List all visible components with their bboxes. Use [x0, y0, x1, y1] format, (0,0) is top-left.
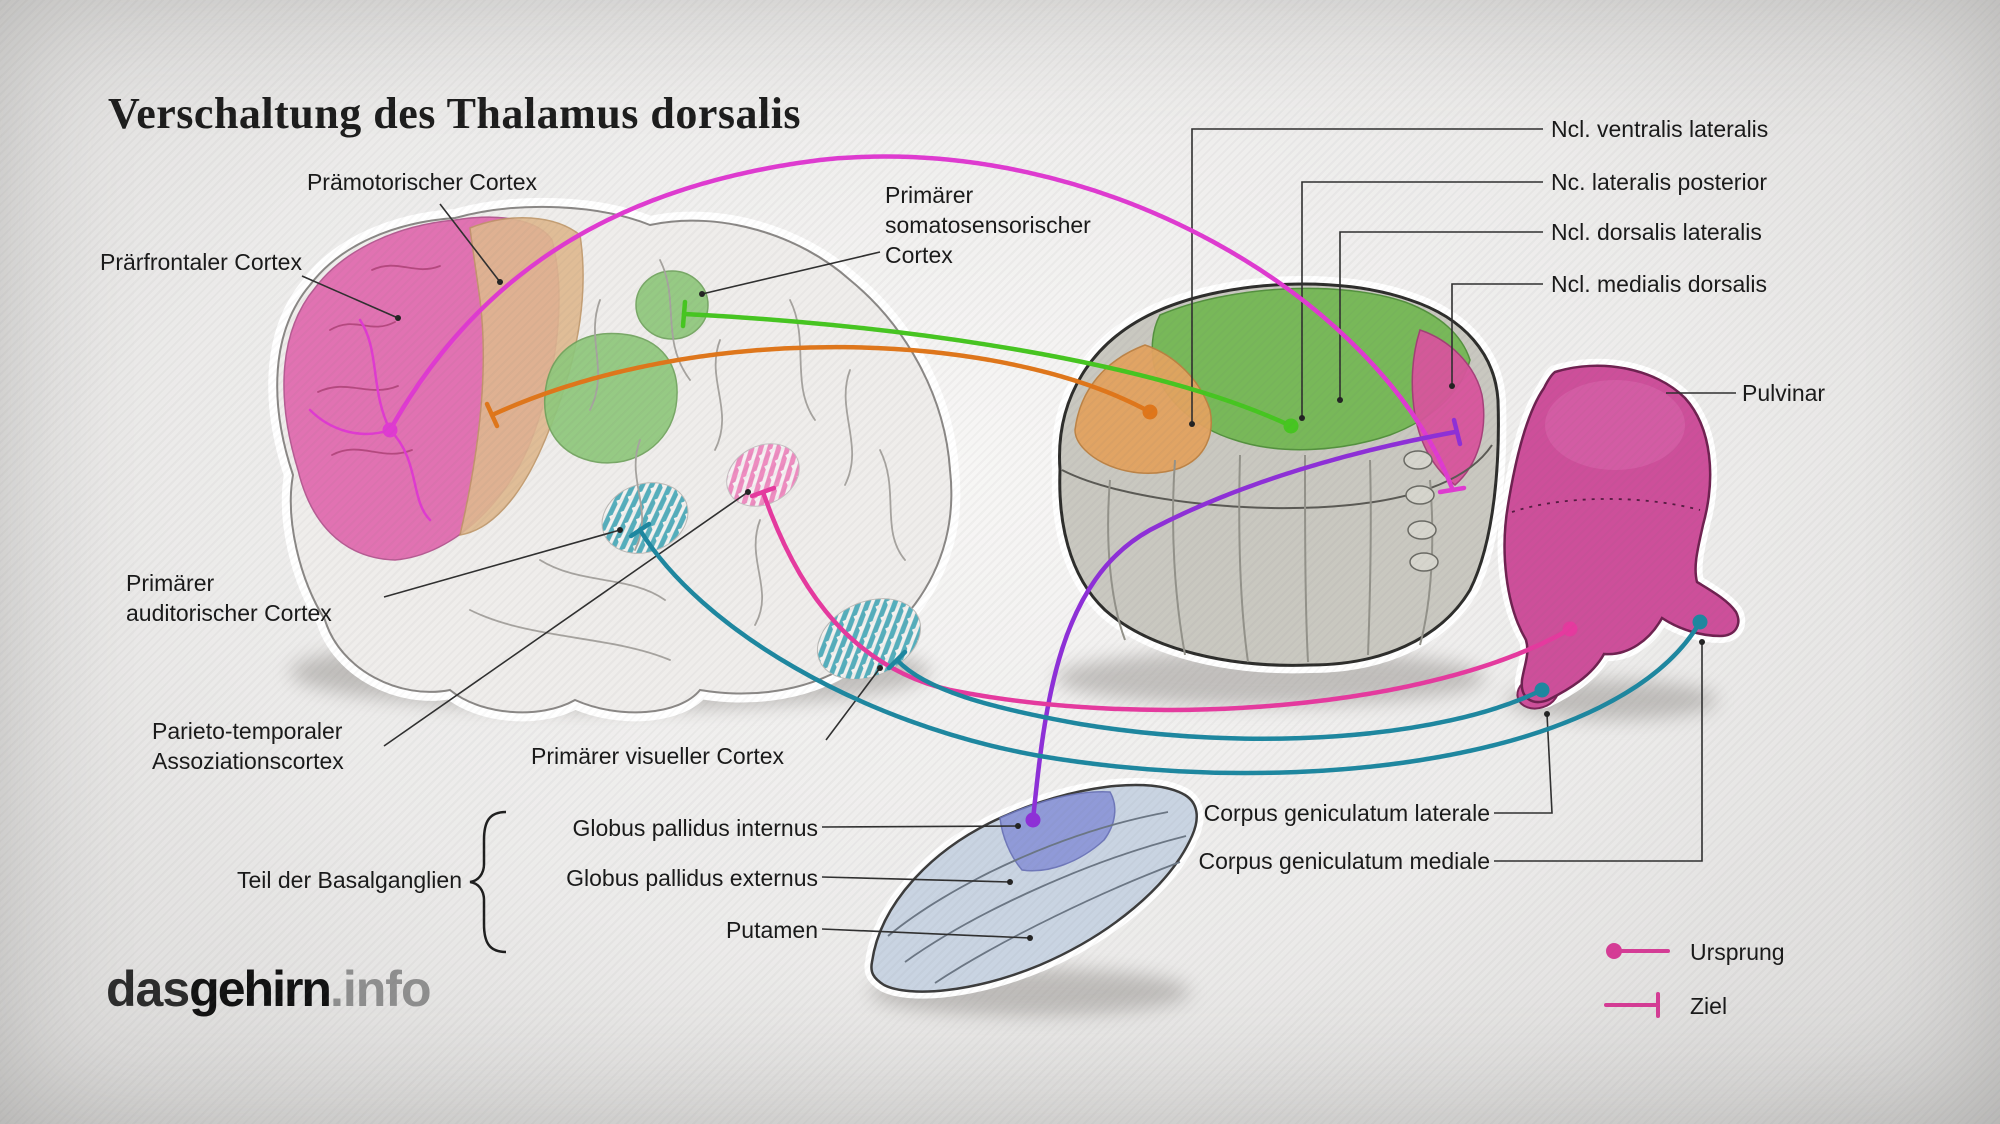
- connection-path: [894, 657, 1545, 742]
- origin-dot: [382, 422, 398, 438]
- label-ncl-dorsalis-lateralis: Ncl. dorsalis lateralis: [1551, 219, 1762, 245]
- connection-thalamus-to-somatosensory: [680, 299, 1299, 434]
- target-bar: [1451, 417, 1463, 447]
- brain-gyri: [469, 259, 906, 661]
- origin-dot: [1025, 812, 1041, 828]
- label-prefrontal-cortex: Prärfrontaler Cortex: [100, 249, 302, 275]
- target-bar: [1437, 485, 1467, 495]
- auditory-cortex-region: [601, 482, 689, 554]
- label-somatosensory-cortex: Primärer somatosensorischer Cortex: [885, 180, 1091, 270]
- putamen-lens-body: [870, 783, 1198, 993]
- brand-part-das: das: [106, 961, 190, 1017]
- connection-pulvinar-to-parietotemporal: [749, 485, 1578, 713]
- legend-label-ziel: Ziel: [1690, 993, 1728, 1019]
- legend-label-ursprung: Ursprung: [1690, 939, 1785, 965]
- connection-prefrontal-to-md: [308, 154, 1467, 522]
- thalamus-right-stack: [1403, 450, 1439, 572]
- leader-somatosensory: [701, 251, 881, 295]
- basal-ganglia-brace: [469, 810, 507, 954]
- leader-gpi: [821, 825, 1019, 828]
- origin-dot: [1534, 682, 1550, 698]
- pulvinar-dashed-line: [1511, 498, 1701, 513]
- label-globus-pallidus-externus: Globus pallidus externus: [566, 865, 818, 891]
- target-bar: [628, 521, 652, 539]
- label-globus-pallidus-internus: Globus pallidus internus: [572, 815, 818, 841]
- basal-ganglia-illustration: [864, 777, 1204, 999]
- leader-cgl: [1494, 713, 1553, 814]
- ursprung-dot-icon: [1606, 943, 1622, 959]
- parietal-green-region: [543, 332, 678, 464]
- label-line: Primärer: [126, 570, 215, 596]
- target-bar: [749, 485, 777, 499]
- label-line: somatosensorischer: [885, 212, 1091, 238]
- leader-ncl-ventralis-lateralis: [1191, 128, 1543, 424]
- connection-path: [1030, 429, 1458, 823]
- label-visual-cortex: Primärer visueller Cortex: [531, 743, 785, 769]
- connection-thalamus-to-premotor: [484, 344, 1158, 429]
- page-title: Verschaltung des Thalamus dorsalis: [108, 89, 802, 138]
- connection-path: [760, 489, 1573, 713]
- projection-lines: [308, 154, 1708, 828]
- brand-part-gehirn: gehirn: [189, 961, 332, 1017]
- connection-path: [637, 527, 1703, 776]
- connection-cgl-to-visual: [886, 649, 1550, 742]
- label-premotor-cortex: Prämotorischer Cortex: [306, 169, 538, 195]
- leader-putamen: [821, 928, 1031, 939]
- label-corpus-geniculatum-laterale: Corpus geniculatum laterale: [1203, 800, 1490, 826]
- brand-part-info: .info: [329, 961, 432, 1017]
- label-ncl-ventralis-lateralis: Ncl. ventralis lateralis: [1551, 116, 1769, 142]
- label-ncl-medialis-dorsalis: Ncl. medialis dorsalis: [1551, 271, 1768, 297]
- origin-dot: [1142, 404, 1158, 420]
- label-putamen: Putamen: [725, 917, 818, 943]
- pulvinar-highlight: [1545, 380, 1685, 470]
- somatosensory-cortex-region-upper: [635, 270, 709, 340]
- label-nc-lateralis-posterior: Nc. lateralis posterior: [1551, 169, 1768, 195]
- leader-prefrontal: [301, 275, 399, 319]
- connection-gpi-to-thalamus: [1025, 417, 1463, 828]
- label-parieto-temporal-cortex: Parieto-temporaler Assoziationscortex: [152, 716, 344, 776]
- connection-cgm-to-auditory: [628, 521, 1708, 776]
- leader-lines: [301, 128, 1736, 941]
- label-corpus-geniculatum-mediale: Corpus geniculatum mediale: [1198, 848, 1491, 874]
- leader-nc-lateralis-posterior: [1301, 181, 1543, 418]
- leader-ncl-medialis-dorsalis: [1451, 283, 1543, 386]
- label-line: Cortex: [885, 242, 953, 268]
- thalamus-ribs: [1107, 454, 1434, 663]
- connection-path: [681, 311, 1294, 429]
- leader-premotor: [439, 203, 501, 283]
- label-teil-der-basalganglien: Teil der Basalganglien: [236, 867, 462, 893]
- label-auditory-cortex: Primärer auditorischer Cortex: [126, 568, 332, 628]
- connection-path: [387, 154, 1455, 491]
- dendrite-branches: [308, 318, 432, 522]
- label-line: Assoziationscortex: [152, 748, 344, 774]
- target-bar: [484, 401, 500, 429]
- label-line: Primärer: [885, 182, 974, 208]
- leader-gpe: [821, 876, 1011, 883]
- globus-pallidus-internus-region: [999, 790, 1116, 872]
- thalamus-face-seam: [1061, 444, 1493, 510]
- label-line: auditorischer Cortex: [126, 600, 332, 626]
- target-bar: [886, 649, 908, 671]
- leader-parieto: [383, 491, 749, 747]
- leader-auditory: [383, 529, 621, 598]
- legend-markers: [1604, 943, 1670, 1018]
- target-bar: [680, 299, 688, 329]
- basal-layer-lines: [887, 811, 1187, 984]
- origin-dot: [1562, 621, 1578, 637]
- origin-dot: [1692, 614, 1708, 630]
- leader-dots: [395, 279, 1705, 941]
- label-pulvinar: Pulvinar: [1742, 380, 1826, 406]
- connection-path: [489, 344, 1153, 418]
- parieto-temporal-region: [726, 443, 800, 507]
- brand-logo: dasgehirn.info: [106, 960, 431, 1018]
- origin-dot: [1283, 418, 1299, 434]
- label-line: Parieto-temporaler: [152, 718, 343, 744]
- leader-ncl-dorsalis-lateralis: [1339, 231, 1543, 400]
- pulvinar-illustration: [1497, 358, 1746, 710]
- leader-cgm: [1494, 642, 1703, 862]
- leader-visual: [825, 667, 881, 741]
